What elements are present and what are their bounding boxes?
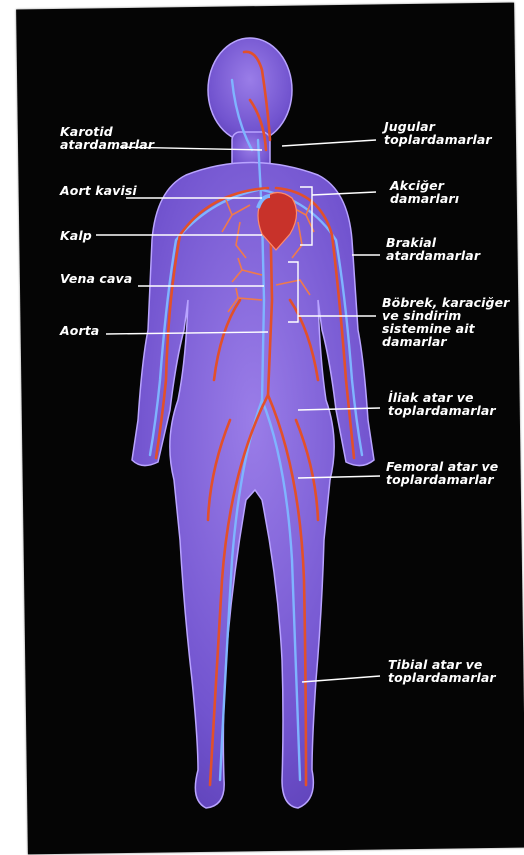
- label-aort-kavisi: Aort kavisi: [60, 184, 137, 197]
- label-aorta: Aorta: [60, 324, 99, 337]
- label-akciger: Akciğer damarları: [390, 179, 459, 205]
- label-kalp: Kalp: [60, 229, 92, 242]
- label-femoral: Femoral atar ve toplardamarlar: [386, 460, 498, 486]
- label-jugular: Jugular toplardamarlar: [384, 120, 492, 146]
- label-bobrek: Böbrek, karaciğer ve sindirim sistemine …: [382, 296, 509, 348]
- label-akciger-line2: damarları: [390, 192, 459, 205]
- body-silhouette: [132, 38, 374, 808]
- leader-jugular: [282, 140, 376, 146]
- label-vena-cava: Vena cava: [60, 272, 132, 285]
- label-femoral-line2: toplardamarlar: [386, 473, 498, 486]
- label-bobrek-line4: damarlar: [382, 335, 509, 348]
- label-brakial: Brakial atardamarlar: [386, 236, 480, 262]
- label-tibial-line2: toplardamarlar: [388, 671, 496, 684]
- label-brakial-line2: atardamarlar: [386, 249, 480, 262]
- label-karotid-line2: atardamarlar: [60, 138, 154, 151]
- label-iliak: İliak atar ve toplardamarlar: [388, 391, 496, 417]
- label-karotid: Karotid atardamarlar: [60, 125, 154, 151]
- label-tibial: Tibial atar ve toplardamarlar: [388, 658, 496, 684]
- label-jugular-line2: toplardamarlar: [384, 133, 492, 146]
- label-iliak-line2: toplardamarlar: [388, 404, 496, 417]
